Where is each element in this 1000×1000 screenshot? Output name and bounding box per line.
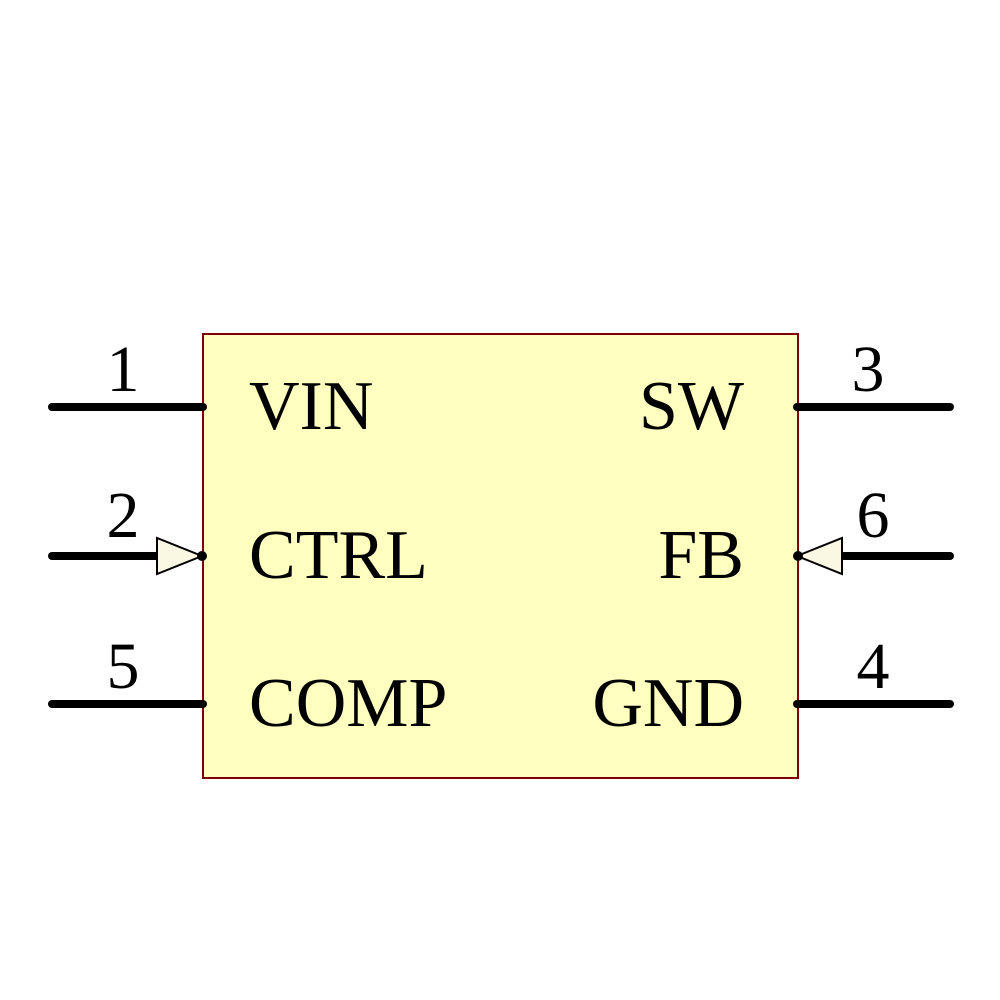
pin-6-connection-dot <box>793 551 803 561</box>
pin-6-number: 6 <box>856 479 890 552</box>
pin-label-sw: SW <box>639 368 744 445</box>
pin-label-vin: VIN <box>249 368 374 445</box>
pin-label-ctrl: CTRL <box>249 517 428 594</box>
pin-2-line[interactable] <box>48 552 164 560</box>
pin-label-gnd: GND <box>592 665 744 742</box>
pin-6-line[interactable] <box>840 552 954 560</box>
pin-label-comp: COMP <box>249 665 448 742</box>
pin-3-line[interactable] <box>793 403 954 411</box>
pin-4-number: 4 <box>856 630 890 703</box>
pin-5-line[interactable] <box>48 700 207 708</box>
ic-symbol-body[interactable] <box>202 333 799 779</box>
pin-1-line[interactable] <box>48 403 207 411</box>
pin-1-number: 1 <box>106 333 140 406</box>
pin-6-input-arrow-icon <box>794 536 843 576</box>
pin-2-connection-dot <box>197 551 207 561</box>
pin-4-line[interactable] <box>793 700 954 708</box>
pin-2-input-arrow-icon <box>156 536 205 576</box>
pin-label-fb: FB <box>658 517 744 594</box>
pin-5-number: 5 <box>106 630 140 703</box>
pin-2-number: 2 <box>106 479 140 552</box>
pin-3-number: 3 <box>851 333 885 406</box>
